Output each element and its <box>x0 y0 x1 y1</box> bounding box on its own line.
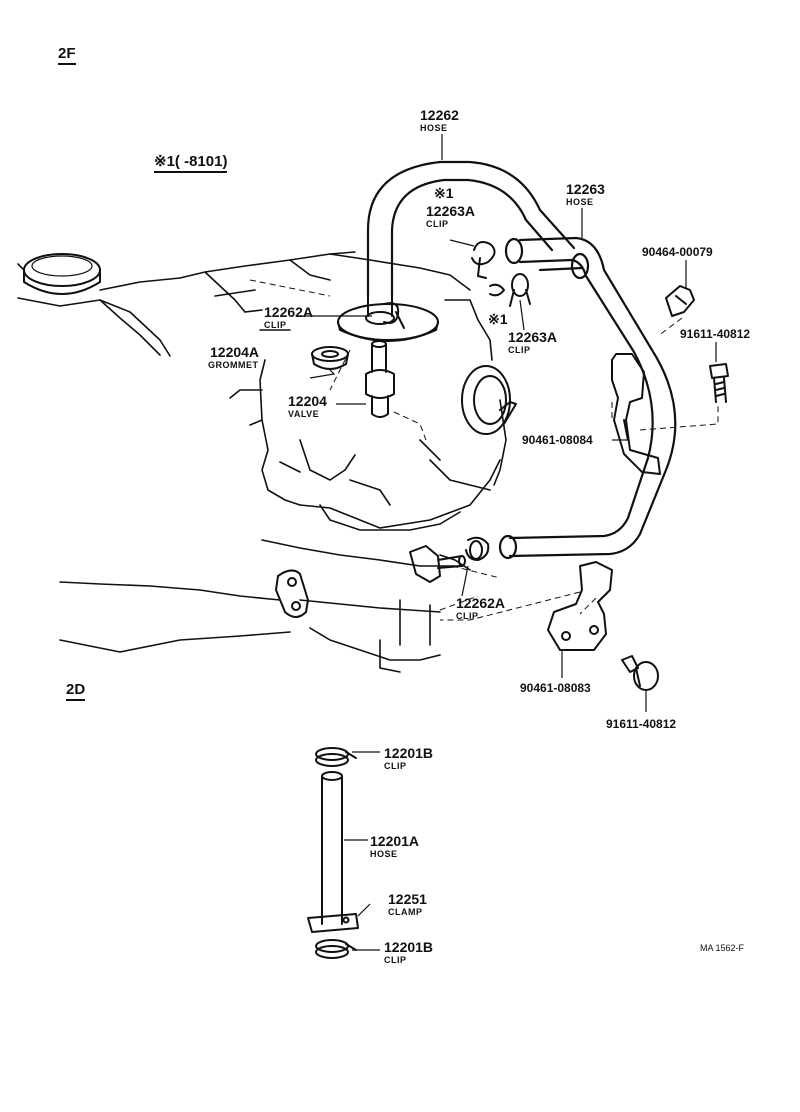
grommet-12204a-drawing <box>311 346 349 370</box>
callout-12251-number: 12251 <box>388 891 427 907</box>
callout-12263a-upper-mark: ※1 <box>434 185 454 201</box>
callout-12201a-number: 12201A <box>370 833 420 849</box>
dashed-lines <box>249 279 719 621</box>
callout-12263a-upper-number: 12263A <box>426 203 476 219</box>
clip-12263a-lower-drawing <box>489 273 531 307</box>
callout-12201b-lower-name: CLIP <box>384 955 407 965</box>
round-cover-drawing <box>461 365 517 435</box>
hose-12262-drawing <box>366 160 576 298</box>
callout-90461-08083-number: 90461-08083 <box>520 681 591 695</box>
section-2d-label: 2D <box>66 682 86 701</box>
callout-12201b-lower-number: 12201B <box>384 939 434 955</box>
leader-lines <box>298 134 717 951</box>
bolt-91611-upper-drawing <box>709 363 729 403</box>
callout-12204-number: 12204 <box>288 393 327 409</box>
callout-12262a-upper-name: CLIP <box>264 320 287 330</box>
hose-12201a-assembly-drawing <box>307 747 359 959</box>
section-2f-label: 2F <box>58 46 76 65</box>
engine-mount-drawing <box>275 569 309 618</box>
applicability-note: ※1( -8101) <box>154 154 228 173</box>
callout-12201a-name: HOSE <box>370 849 398 859</box>
callout-12262-number: 12262 <box>420 107 459 123</box>
callout-12262a-upper-number: 12262A <box>264 304 314 320</box>
callout-12201b-upper-name: CLIP <box>384 761 407 771</box>
callout-12262a-lower-number: 12262A <box>456 595 506 611</box>
callout-12201b-upper-number: 12201B <box>384 745 434 761</box>
callout-12263a-lower-mark: ※1 <box>488 311 508 327</box>
callout-12263a-upper-name: CLIP <box>426 219 449 229</box>
callout-91611-upper-number: 91611-40812 <box>680 327 751 341</box>
clip-12262a-lower-drawing <box>465 536 490 561</box>
callout-12263a-lower-number: 12263A <box>508 329 558 345</box>
clip-90464-drawing <box>665 285 695 317</box>
bolt-91611-lower-drawing <box>621 655 659 691</box>
callout-12204a-number: 12204A <box>210 344 260 360</box>
callout-12263a-lower-name: CLIP <box>508 345 531 355</box>
callout-12262a-lower-name: CLIP <box>456 611 479 621</box>
callout-90461-08084-number: 90461-08084 <box>522 433 593 447</box>
callout-90464-number: 90464-00079 <box>642 245 713 259</box>
valve-12204-drawing <box>365 340 395 418</box>
lower-nipple-drawing <box>409 545 466 583</box>
callout-12204-name: VALVE <box>288 409 320 419</box>
filler-cap-drawing <box>23 253 101 295</box>
clip-12263a-upper-drawing <box>471 241 496 279</box>
footer-code: MA 1562-F <box>700 943 745 953</box>
callout-12263-name: HOSE <box>566 197 594 207</box>
callout-12204a-name: GROMMET <box>208 360 259 370</box>
clip-12262a-upper-drawing <box>383 302 405 329</box>
bracket-90461-08084-drawing <box>611 353 661 475</box>
callout-91611-lower-number: 91611-40812 <box>606 717 677 731</box>
bracket-90461-08083-drawing <box>547 561 613 651</box>
engine-block-drawing <box>17 251 507 673</box>
callout-12251-name: CLAMP <box>388 907 423 917</box>
hose-12263-drawing <box>498 236 677 560</box>
callout-12263-number: 12263 <box>566 181 605 197</box>
callout-12262-name: HOSE <box>420 123 448 133</box>
